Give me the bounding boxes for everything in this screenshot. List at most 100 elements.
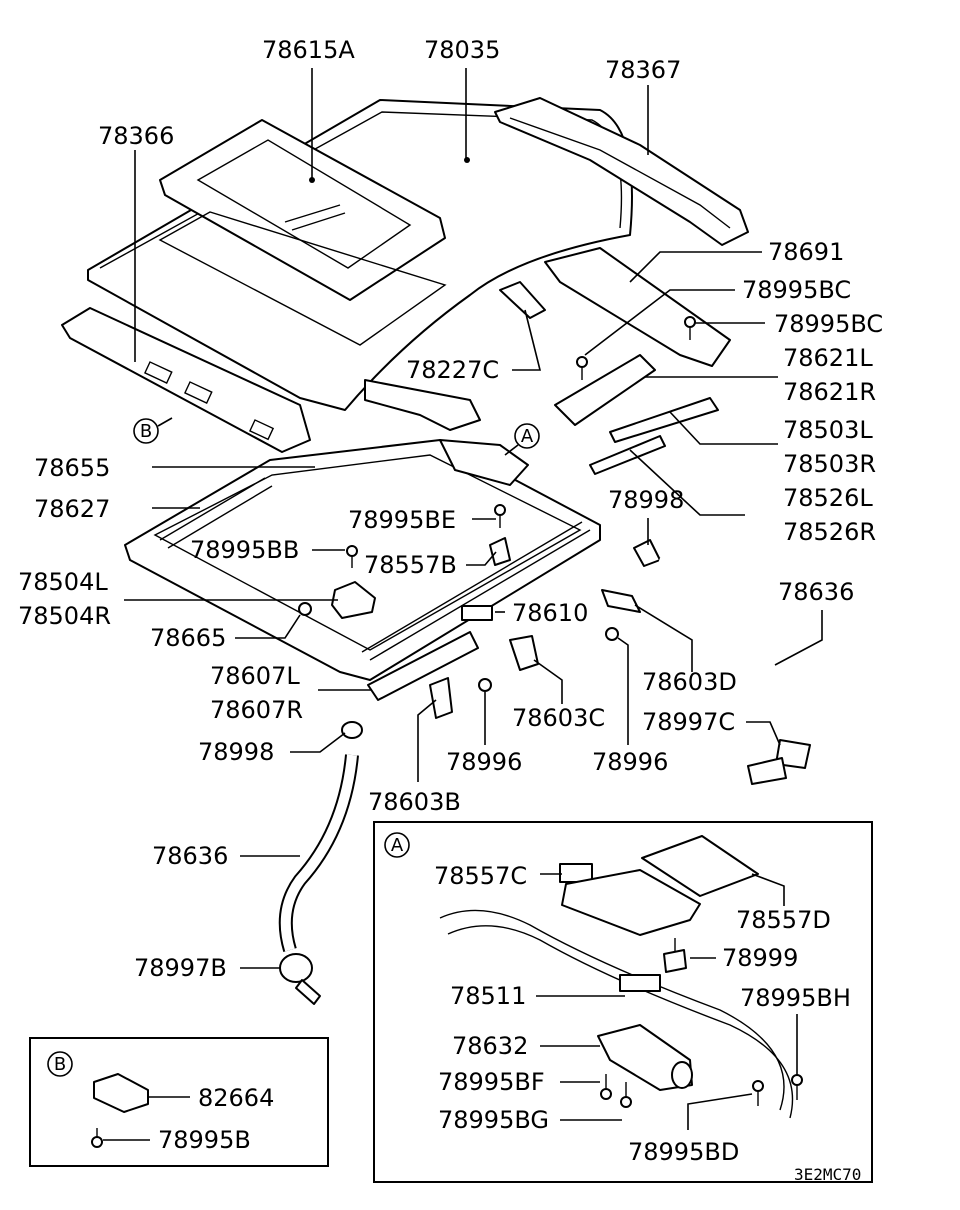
label-78621R: 78621R [783,378,876,406]
clip-78996-b [605,627,619,641]
label-78999: 78999 [722,944,798,972]
screw-78995BG [620,1082,632,1108]
label-78636: 78636 [778,578,854,606]
screw-78995BF [600,1074,612,1100]
drive-cable-78511 [439,909,794,1119]
label-78503L: 78503L [783,416,873,444]
sunroof-frame [124,439,601,681]
label-78557D: 78557D [736,906,831,934]
sunroof-glass [159,119,446,301]
screw-78995BD [752,1080,764,1106]
label-78665: 78665 [150,624,226,652]
label-78511: 78511 [450,982,526,1010]
bracket-78603B [429,677,453,719]
label-78615A: 78615A [262,36,355,64]
label-78995BG: 78995BG [438,1106,549,1134]
label-78996: 78996 [446,748,522,776]
label-82664: 82664 [198,1084,274,1112]
label-78636: 78636 [152,842,228,870]
label-78691: 78691 [768,238,844,266]
clip-78665 [298,602,312,616]
label-78557C: 78557C [434,862,527,890]
detail-a-marker: A [384,832,410,858]
label-78610: 78610 [512,599,588,627]
bracket-78603D [601,589,641,613]
detail-b-marker: B [47,1051,73,1077]
detail-b-callout: B [133,417,173,444]
screw-78995BH [791,1074,803,1100]
svg-text:A: A [521,426,534,447]
bracket-78603C [509,635,539,671]
label-78526L: 78526L [783,484,873,512]
svg-text:B: B [140,421,152,442]
label-78607L: 78607L [210,662,300,690]
module-82664 [93,1073,149,1113]
detail-a-box [373,821,873,1183]
label-78995BC: 78995BC [774,310,883,338]
label-78557B: 78557B [364,551,457,579]
label-78607R: 78607R [210,696,303,724]
slider-block [331,581,376,619]
pad-78557D [641,835,759,897]
bolt-78999 [663,938,687,973]
guide-rail-78526 [589,435,666,475]
label-78603D: 78603D [642,668,737,696]
side-roof-rail [544,247,731,367]
screw-78995BC-b [684,316,696,340]
label-78504L: 78504L [18,568,108,596]
label-78996: 78996 [592,748,668,776]
front-drain-hose [278,721,363,1005]
label-78603B: 78603B [368,788,461,816]
rear-roof-rail [494,97,749,246]
drain-trough [364,379,481,431]
label-78035: 78035 [424,36,500,64]
detail-a-callout: A [504,423,540,456]
label-78998: 78998 [608,486,684,514]
label-78227C: 78227C [406,356,499,384]
label-78997C: 78997C [642,708,735,736]
label-78995B: 78995B [158,1126,251,1154]
guide-rail-78503 [609,397,719,443]
label-78632: 78632 [452,1032,528,1060]
motor-78632 [597,1024,693,1091]
front-header-rail [61,307,311,453]
svg-text:B: B [54,1054,66,1075]
label-78526R: 78526R [783,518,876,546]
label-78627: 78627 [34,495,110,523]
label-78655: 78655 [34,454,110,482]
label-78997B: 78997B [134,954,227,982]
leader-lines [103,68,823,1141]
screw-78995BB [346,545,358,568]
motor-mount [439,439,529,486]
label-78995BD: 78995BD [628,1138,739,1166]
svg-text:A: A [391,835,404,856]
clip-78996-a [478,678,492,692]
label-78367: 78367 [605,56,681,84]
diagram-code: 3E2MC70 [794,1165,861,1184]
label-78995BH: 78995BH [740,984,851,1012]
label-78621L: 78621L [783,344,873,372]
guide-rail-78621 [554,354,656,426]
screw-78995BE [494,504,506,528]
label-78998: 78998 [198,738,274,766]
label-78366: 78366 [98,122,174,150]
pad-78610 [461,605,493,621]
glass-opening [158,211,447,346]
side-trim [367,631,479,701]
drip-channel [499,281,546,319]
label-78995BB: 78995BB [190,536,299,564]
label-78504R: 78504R [18,602,111,630]
label-78995BF: 78995BF [438,1068,545,1096]
label-78995BE: 78995BE [348,506,456,534]
detail-b-box [29,1037,329,1167]
label-78995BC: 78995BC [742,276,851,304]
motor-bracket [561,869,701,936]
screw-78995B [91,1128,103,1148]
label-78503R: 78503R [783,450,876,478]
bracket-78557B [489,537,511,566]
label-78603C: 78603C [512,704,605,732]
part-number-labels: 78615A 78035 78367 78366 78691 78995BC 7… [18,36,883,1166]
rear-drain-hose [633,539,811,785]
